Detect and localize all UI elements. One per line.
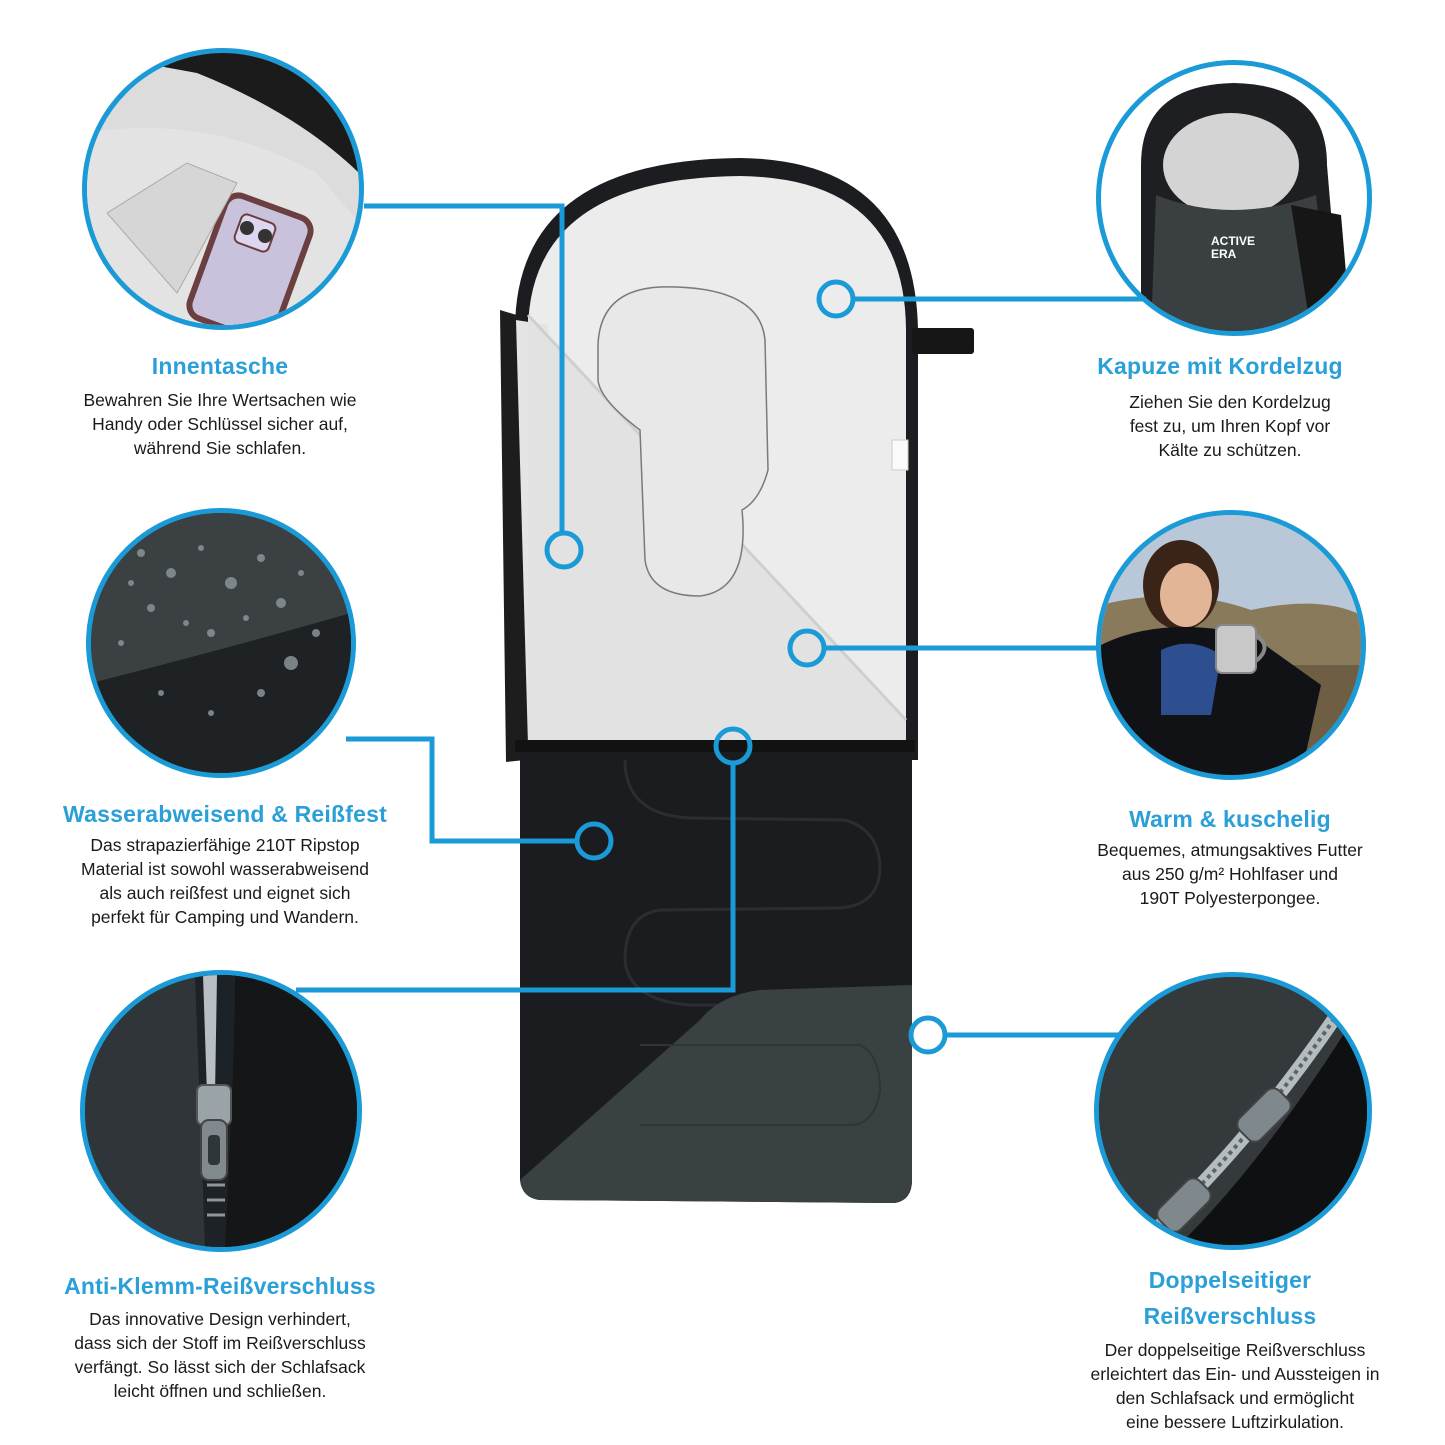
water-droplets-icon [91,513,351,773]
feature-desc-innentasche: Bewahren Sie Ihre Wertsachen wie Handy o… [83,390,357,458]
woman-in-sleeping-bag-icon [1101,515,1361,775]
feature-desc-antiklemm: Das innovative Design verhindert, dass s… [74,1309,366,1401]
active-era-logo: ACTIVE [1211,234,1255,248]
double-zipper-icon [1099,977,1367,1245]
feature-title-kapuze: Kapuze mit Kordelzug [1097,353,1343,379]
feature-desc-kapuze: Ziehen Sie den Kordelzug fest zu, um Ihr… [1129,392,1331,460]
zipper-icon [85,975,357,1247]
feature-title-doppelseitig: Doppelseitiger Reißverschluss [1143,1267,1317,1329]
phone-in-pocket-icon [87,53,359,325]
feature-title-warm: Warm & kuschelig [1129,806,1331,832]
inner-pocket-photo [82,48,364,330]
sleeping-bag-illustration [500,158,974,1203]
svg-text:ERA: ERA [1211,247,1237,261]
feature-desc-wasserabweisend: Das strapazierfähige 210T Ripstop Materi… [81,835,369,927]
warm-cozy-photo [1096,510,1366,780]
water-resistant-photo [86,508,356,778]
hood-photo: ACTIVE ERA [1096,60,1372,336]
double-zipper-photo [1094,972,1372,1250]
feature-desc-warm: Bequemes, atmungsaktives Futter aus 250 … [1097,840,1363,908]
feature-desc-doppelseitig: Der doppelseitige Reißverschluss erleich… [1090,1340,1380,1432]
feature-title-innentasche: Innentasche [151,353,289,379]
feature-title-wasserabweisend: Wasserabweisend & Reißfest [63,801,387,827]
hood-with-drawstring-icon: ACTIVE ERA [1141,83,1351,331]
feature-title-antiklemm: Anti-Klemm-Reißverschluss [64,1273,376,1299]
anti-snag-zipper-photo [80,970,362,1252]
